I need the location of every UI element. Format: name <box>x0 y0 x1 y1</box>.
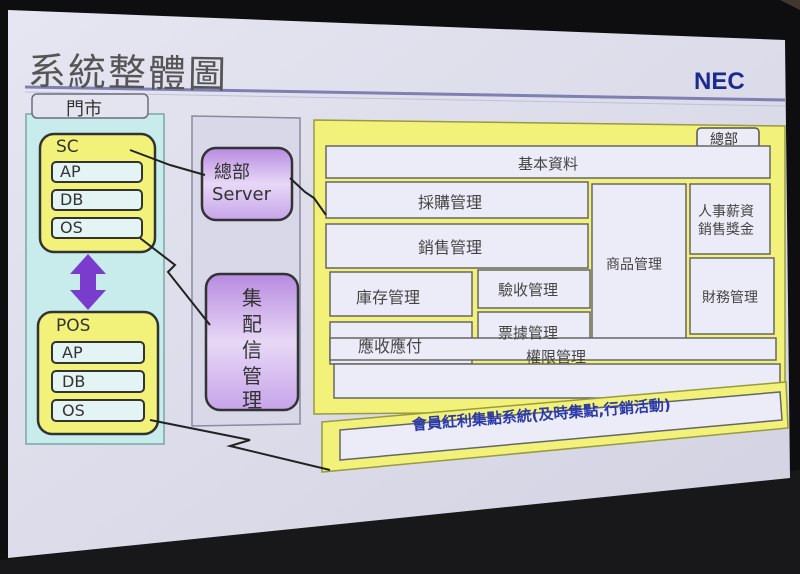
module-inspection <box>477 269 591 309</box>
store-label-box <box>31 93 149 119</box>
module-hr-label-2: 銷售獎金 <box>698 222 754 238</box>
module-sales-label: 銷售管理 <box>418 238 483 257</box>
module-basic-data <box>325 145 771 179</box>
module-sales <box>325 223 589 269</box>
module-purchasing-label: 採購管理 <box>418 193 483 212</box>
distribution-char-5: 理 <box>242 388 262 412</box>
distribution-box <box>204 272 300 412</box>
distribution-char-4: 管 <box>242 364 262 388</box>
hq-label: 總部 <box>710 132 738 148</box>
sc-ap-label: AP <box>60 162 81 181</box>
hq-server-box <box>200 146 294 222</box>
sc-ap-box <box>51 161 143 183</box>
connector-sc-server <box>129 149 206 176</box>
pos-ap-box <box>51 341 145 364</box>
nec-logo: NEC <box>694 68 745 95</box>
pos-ap-label: AP <box>62 343 83 362</box>
store-label: 門市 <box>66 99 102 120</box>
sc-os-box <box>51 217 143 239</box>
connector-pos-loyalty <box>149 419 331 471</box>
sc-os-label: OS <box>60 218 83 237</box>
distribution-char-3: 信 <box>242 338 262 362</box>
pos-os-label: OS <box>62 401 85 420</box>
title-underline <box>24 85 786 102</box>
sc-db-label: DB <box>60 190 84 209</box>
module-inventory <box>329 271 473 317</box>
sync-arrow <box>70 254 106 310</box>
loyalty-inner <box>339 391 783 461</box>
module-inspection-label: 驗收管理 <box>498 281 559 299</box>
module-permissions <box>329 337 777 361</box>
connector-os-distribution <box>139 237 211 326</box>
module-hr <box>689 183 771 255</box>
module-product <box>591 183 687 341</box>
module-product-label: 商品管理 <box>606 257 662 273</box>
module-purchasing <box>325 181 589 219</box>
connector-server-hq <box>289 177 327 216</box>
pos-db-box <box>51 370 145 393</box>
module-ar-ap-label: 應收應付 <box>358 337 423 356</box>
module-finance-label: 財務管理 <box>702 290 758 306</box>
module-finance <box>689 257 775 335</box>
sc-db-box <box>51 189 143 211</box>
module-documents-label: 票據管理 <box>498 324 559 342</box>
hq-server-label-2: Server <box>212 184 272 205</box>
module-basic-data-label: 基本資料 <box>518 155 579 173</box>
hq-server-label-1: 總部 <box>214 162 250 183</box>
pos-db-label: DB <box>62 372 86 391</box>
distribution-char-1: 集 <box>242 286 262 310</box>
pos-os-box <box>51 399 145 422</box>
sc-label: SC <box>56 137 79 157</box>
module-inventory-label: 庫存管理 <box>356 288 421 307</box>
module-hr-label-1: 人事薪資 <box>698 204 754 220</box>
slide-title: 系統整體圖 <box>27 49 229 97</box>
module-permissions-label: 權限管理 <box>526 348 587 366</box>
pos-label: POS <box>56 316 91 336</box>
distribution-char-2: 配 <box>242 312 262 336</box>
